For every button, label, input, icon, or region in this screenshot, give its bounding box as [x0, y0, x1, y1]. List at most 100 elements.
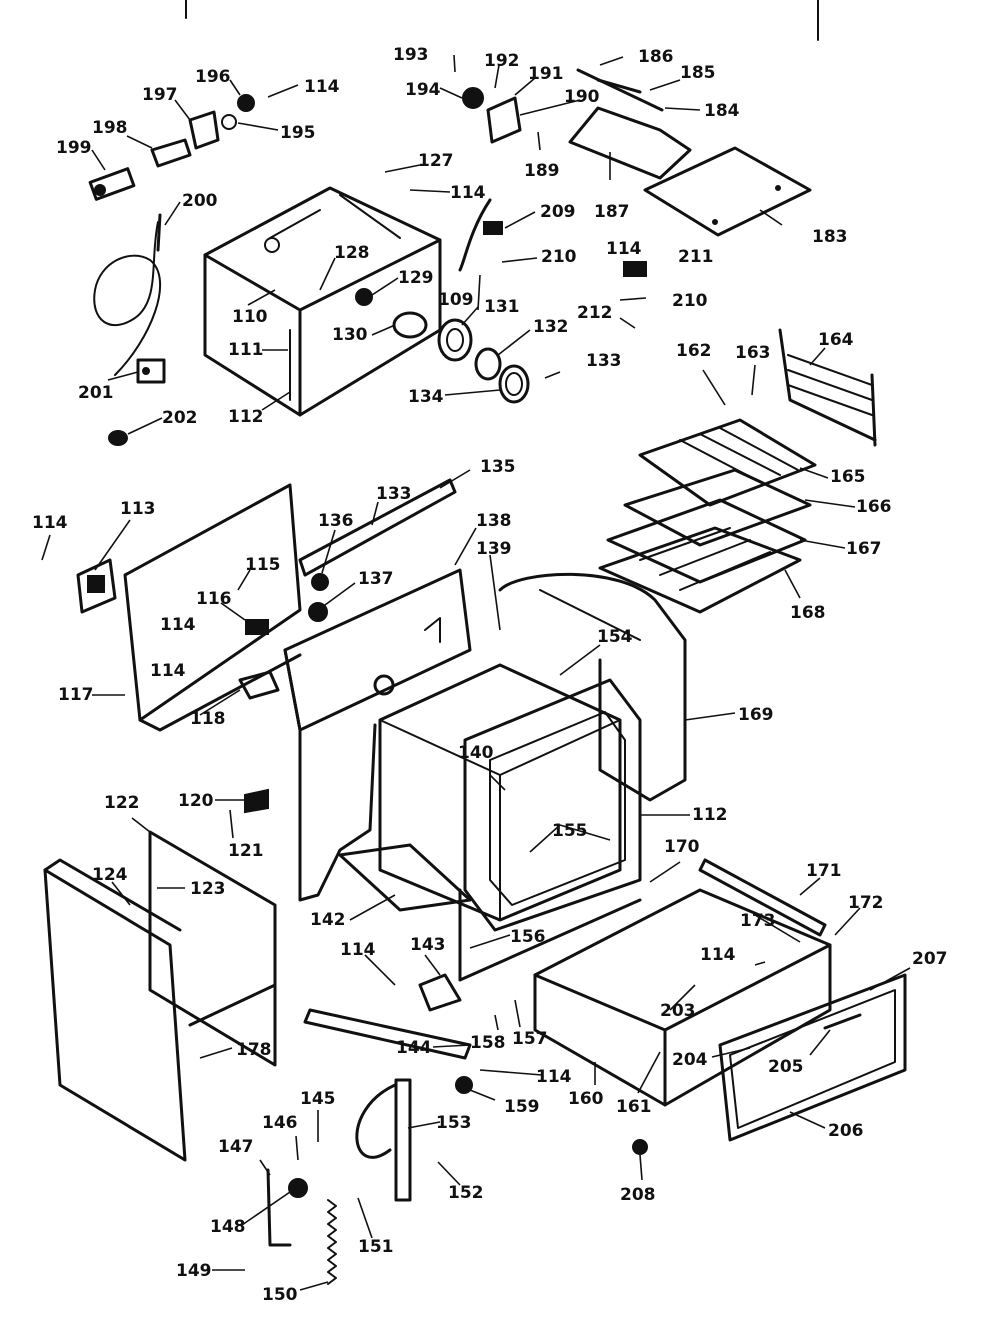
- part-134-lens: [498, 364, 530, 404]
- label-186: 186: [638, 47, 674, 67]
- part-209-bracket: [483, 221, 503, 235]
- label-202: 202: [162, 408, 198, 428]
- part-183-plate: [643, 146, 812, 237]
- part-150-spring: [327, 1199, 337, 1285]
- label-113: 113: [120, 499, 156, 519]
- label-211: 211: [678, 247, 714, 267]
- part-147-leg: [266, 1168, 292, 1247]
- label-201: 201: [78, 383, 114, 403]
- label-140: 140: [458, 743, 494, 763]
- part-112-oven-back-panel: [203, 186, 442, 417]
- part-142-base-rail: [338, 843, 472, 912]
- label-209: 209: [540, 202, 576, 222]
- label-114-b: 114: [450, 183, 486, 203]
- label-172: 172: [848, 893, 884, 913]
- part-166-pan: [623, 468, 812, 547]
- label-204: 204: [672, 1050, 708, 1070]
- label-152: 152: [448, 1183, 484, 1203]
- part-198-block: [150, 138, 192, 168]
- part-196-knob: [221, 94, 255, 130]
- label-118: 118: [190, 709, 226, 729]
- label-151: 151: [358, 1237, 394, 1257]
- part-136-knob: [311, 573, 329, 591]
- label-165: 165: [830, 467, 866, 487]
- part-148-leveler: [288, 1178, 308, 1198]
- label-114-a: 114: [304, 77, 340, 97]
- leader-lines: [41, 54, 911, 1291]
- part-194-knob: [462, 87, 484, 109]
- label-124: 124: [92, 865, 128, 885]
- part-139-oven-cavity: [378, 663, 622, 922]
- part-122-inner-door: [148, 830, 277, 1067]
- part-187-cover: [568, 106, 692, 180]
- label-190: 190: [564, 87, 600, 107]
- label-114-e: 114: [160, 615, 196, 635]
- label-133-a: 133: [586, 351, 622, 371]
- part-129-fitting: [355, 288, 373, 306]
- label-193: 193: [393, 45, 429, 65]
- label-143: 143: [410, 935, 446, 955]
- label-132: 132: [533, 317, 569, 337]
- label-114-g: 114: [340, 940, 376, 960]
- part-190-bracket: [486, 96, 522, 144]
- label-109: 109: [438, 290, 474, 310]
- label-187: 187: [594, 202, 630, 222]
- label-114-c: 114: [606, 239, 642, 259]
- part-164-rack-element: [778, 328, 877, 447]
- label-178: 178: [236, 1040, 272, 1060]
- part-132-ring: [474, 347, 502, 381]
- label-139: 139: [476, 539, 512, 559]
- label-144: 144: [396, 1038, 432, 1058]
- part-197-bracket: [188, 110, 220, 150]
- part-208-glide: [632, 1139, 648, 1155]
- label-127: 127: [418, 151, 454, 171]
- label-155: 155: [552, 821, 588, 841]
- label-136: 136: [318, 511, 354, 531]
- label-198: 198: [92, 118, 128, 138]
- label-191: 191: [528, 64, 564, 84]
- label-184: 184: [704, 101, 740, 121]
- part-135-rail: [298, 478, 457, 577]
- label-148: 148: [210, 1217, 246, 1237]
- label-189: 189: [524, 161, 560, 181]
- label-208: 208: [620, 1185, 656, 1205]
- part-185-rod: [576, 68, 664, 112]
- label-205: 205: [768, 1057, 804, 1077]
- label-114-i: 114: [536, 1067, 572, 1087]
- label-170: 170: [664, 837, 700, 857]
- label-206: 206: [828, 1121, 864, 1141]
- label-158: 158: [470, 1033, 506, 1053]
- part-172-drawer-body: [533, 888, 832, 1107]
- part-142-side-panel: [283, 648, 377, 902]
- part-168-rack: [598, 526, 802, 614]
- label-115: 115: [245, 555, 281, 575]
- label-212: 212: [577, 303, 613, 323]
- label-150: 150: [262, 1285, 298, 1305]
- label-200: 200: [182, 191, 218, 211]
- part-130-socket: [392, 311, 428, 339]
- part-201-connector: [136, 358, 166, 384]
- part-153-hinge-arm: [355, 1078, 412, 1202]
- label-147: 147: [218, 1137, 254, 1157]
- label-194: 194: [405, 80, 441, 100]
- label-111: 111: [228, 340, 264, 360]
- label-130: 130: [332, 325, 368, 345]
- label-156: 156: [510, 927, 546, 947]
- label-199: 199: [56, 138, 92, 158]
- part-131-gasket: [437, 318, 473, 362]
- part-118-bracket: [238, 670, 280, 700]
- label-142: 142: [310, 910, 346, 930]
- label-154: 154: [597, 627, 633, 647]
- label-135: 135: [480, 457, 516, 477]
- label-128: 128: [334, 243, 370, 263]
- part-207-drawer-front: [718, 973, 907, 1142]
- part-137-knob: [308, 602, 328, 622]
- label-112-a: 112: [228, 407, 264, 427]
- label-166: 166: [856, 497, 892, 517]
- label-122: 122: [104, 793, 140, 813]
- label-131: 131: [484, 297, 520, 317]
- part-labels: 193 192 191 186 185 184 196 114 197 194 …: [32, 45, 948, 1305]
- label-210-b: 210: [672, 291, 708, 311]
- label-157: 157: [512, 1029, 548, 1049]
- label-120: 120: [178, 791, 214, 811]
